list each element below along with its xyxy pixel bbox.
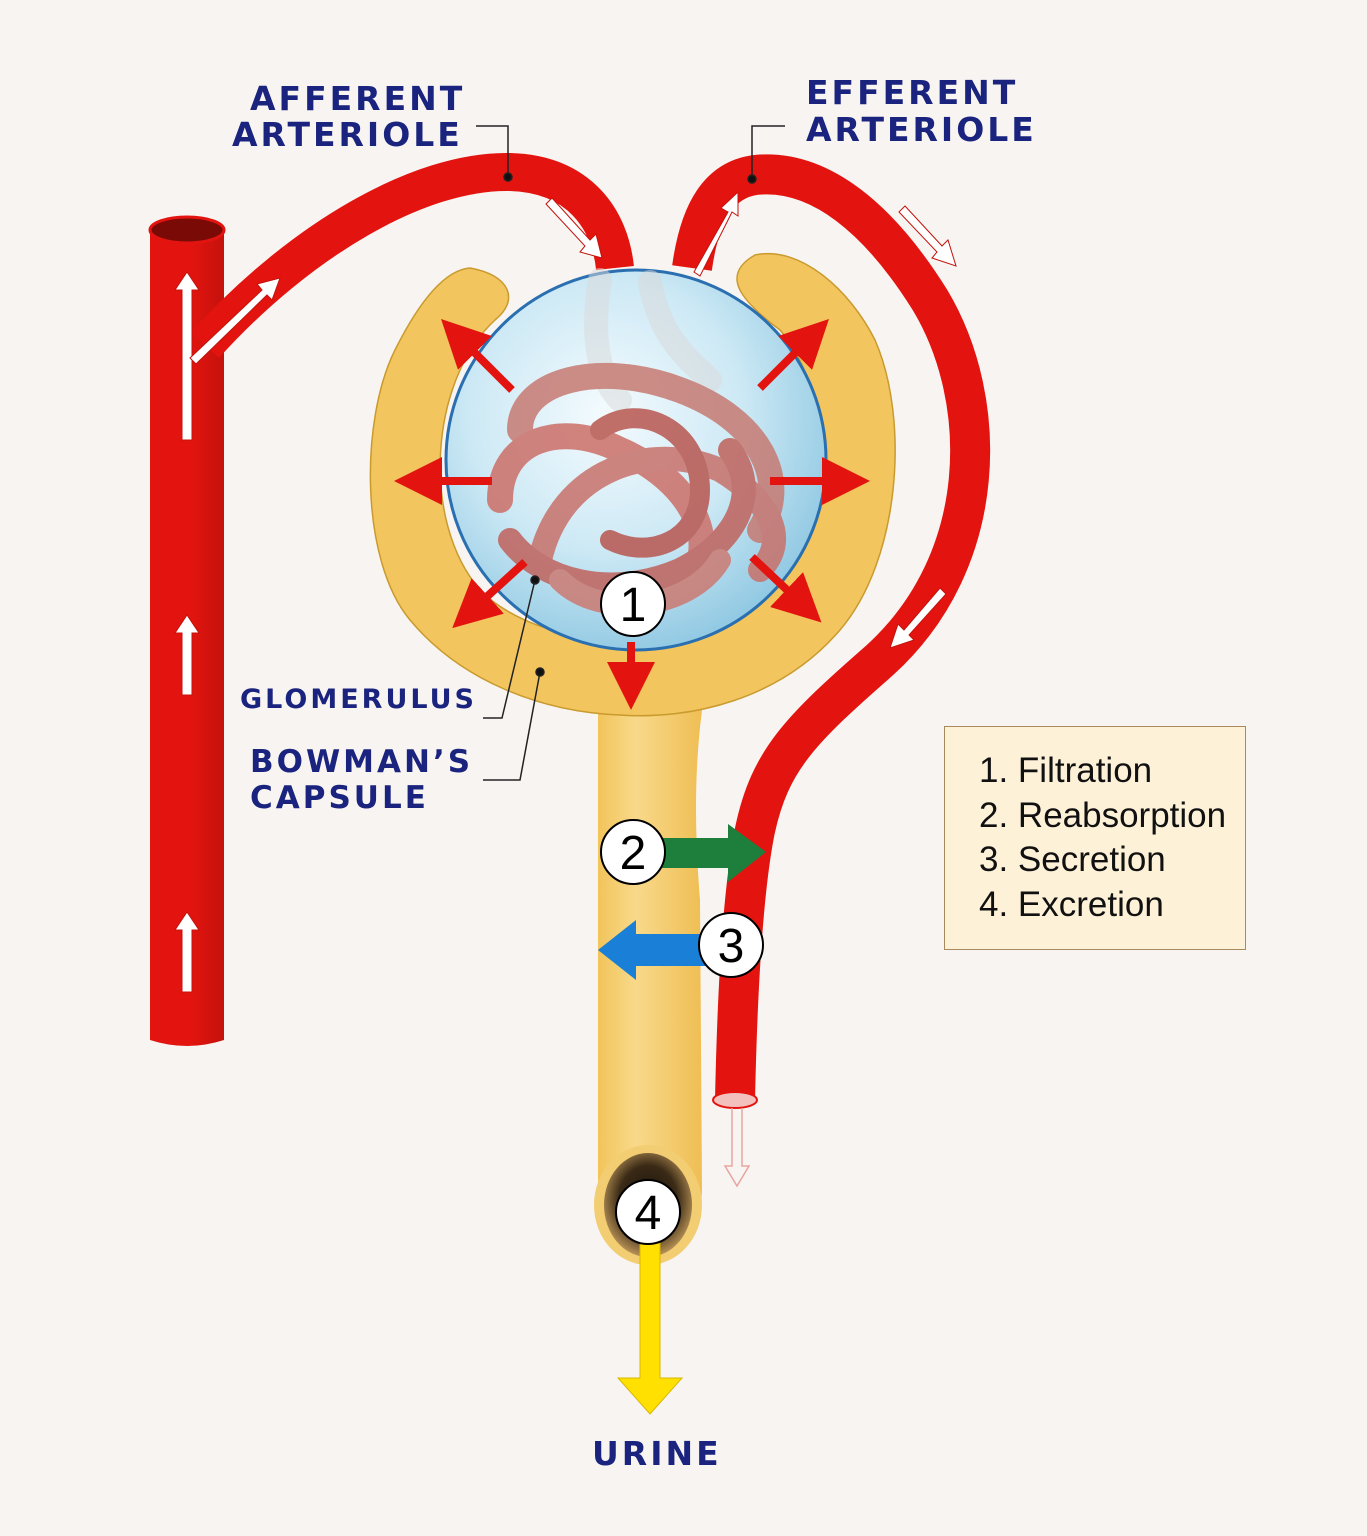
efferent-label-line2: ARTERIOLE	[806, 110, 1037, 149]
leader-lines	[476, 125, 785, 781]
legend-item-reabsorption: 2. Reabsorption	[979, 795, 1227, 835]
step-badge-3: 3	[698, 912, 764, 978]
reabsorption-arrow	[662, 824, 766, 882]
white-flow-arrow-icon	[889, 587, 947, 649]
excretion-arrow	[616, 1239, 684, 1415]
filtration-arrow	[757, 319, 829, 391]
step-number: 2	[620, 827, 647, 880]
white-flow-arrow-icon	[174, 911, 200, 993]
efferent-leader-dot	[747, 174, 757, 184]
white-flow-arrow-icon	[545, 197, 603, 259]
step-badge-4: 4	[615, 1179, 681, 1245]
process-legend: 1. Filtration 2. Reabsorption 3. Secreti…	[944, 726, 1246, 950]
bowmans-leader-dot	[535, 667, 545, 677]
step-number: 4	[635, 1187, 662, 1240]
bowmans-label-line1: BOWMAN’S	[250, 744, 473, 780]
glomerulus-label: GLOMERULUS	[240, 684, 477, 715]
efferent-vessel-end	[712, 1091, 758, 1109]
efferent-label-line1: EFFERENT	[806, 73, 1018, 112]
filtration-arrow	[749, 554, 822, 623]
afferent-label-line1: AFFERENT	[250, 79, 465, 118]
filtration-arrow	[452, 559, 528, 629]
secretion-arrow	[598, 920, 712, 980]
filtration-arrows	[394, 319, 870, 710]
white-flow-arrow-icon	[174, 271, 200, 441]
step-number: 1	[620, 579, 647, 632]
white-flow-arrow-icon	[189, 277, 281, 365]
renal-tubule	[594, 690, 705, 1265]
afferent-leader	[476, 125, 509, 176]
efferent-leader	[751, 125, 785, 179]
white-flow-arrow-icon	[174, 614, 200, 696]
legend-item-secretion: 3. Secretion	[979, 840, 1166, 879]
flow-arrows	[174, 190, 957, 993]
white-flow-arrow-icon	[898, 205, 957, 267]
glomerulus-leader-dot	[530, 575, 540, 585]
step-badge-2: 2	[600, 819, 666, 885]
white-flow-arrow-icon	[693, 190, 739, 277]
legend-item-filtration: 1. Filtration	[979, 751, 1153, 790]
outflow-arrow-icon	[723, 1108, 751, 1188]
bowmans-label-line2: CAPSULE	[250, 780, 429, 816]
step-number: 3	[718, 920, 745, 973]
step-badge-1: 1	[600, 571, 666, 637]
glomerulus-leader	[483, 579, 536, 719]
filtration-arrow	[441, 319, 515, 393]
afferent-arteriole	[190, 152, 634, 358]
afferent-label-line2: ARTERIOLE	[232, 115, 463, 154]
afferent-leader-dot	[503, 172, 513, 182]
legend-item-excretion: 4. Excretion	[979, 884, 1164, 924]
urine-label: URINE	[592, 1434, 722, 1473]
bowmans-leader	[483, 671, 541, 781]
